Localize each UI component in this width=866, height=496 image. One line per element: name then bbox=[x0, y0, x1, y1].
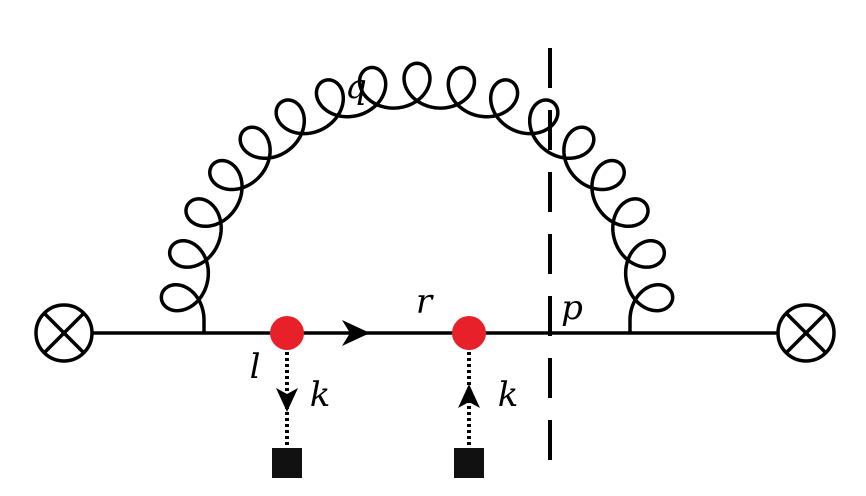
fermion-arrow-icon bbox=[342, 320, 370, 346]
label-k-right: k bbox=[498, 375, 519, 415]
label-r: r bbox=[416, 282, 434, 322]
external-source-left-icon bbox=[272, 448, 302, 478]
insertion-arrow-left-icon bbox=[276, 388, 298, 412]
gluon-line bbox=[159, 61, 675, 333]
label-q: q bbox=[345, 67, 367, 107]
vertex-right bbox=[452, 316, 486, 350]
insertion-arrow-right-icon bbox=[458, 384, 480, 408]
external-source-right-icon bbox=[454, 448, 484, 478]
operator-vertex-left-icon bbox=[34, 303, 94, 363]
vertex-left bbox=[270, 316, 304, 350]
label-l: l bbox=[250, 347, 261, 387]
label-p: p bbox=[561, 288, 583, 328]
operator-vertex-right-icon bbox=[776, 303, 836, 363]
label-k-left: k bbox=[310, 375, 331, 415]
